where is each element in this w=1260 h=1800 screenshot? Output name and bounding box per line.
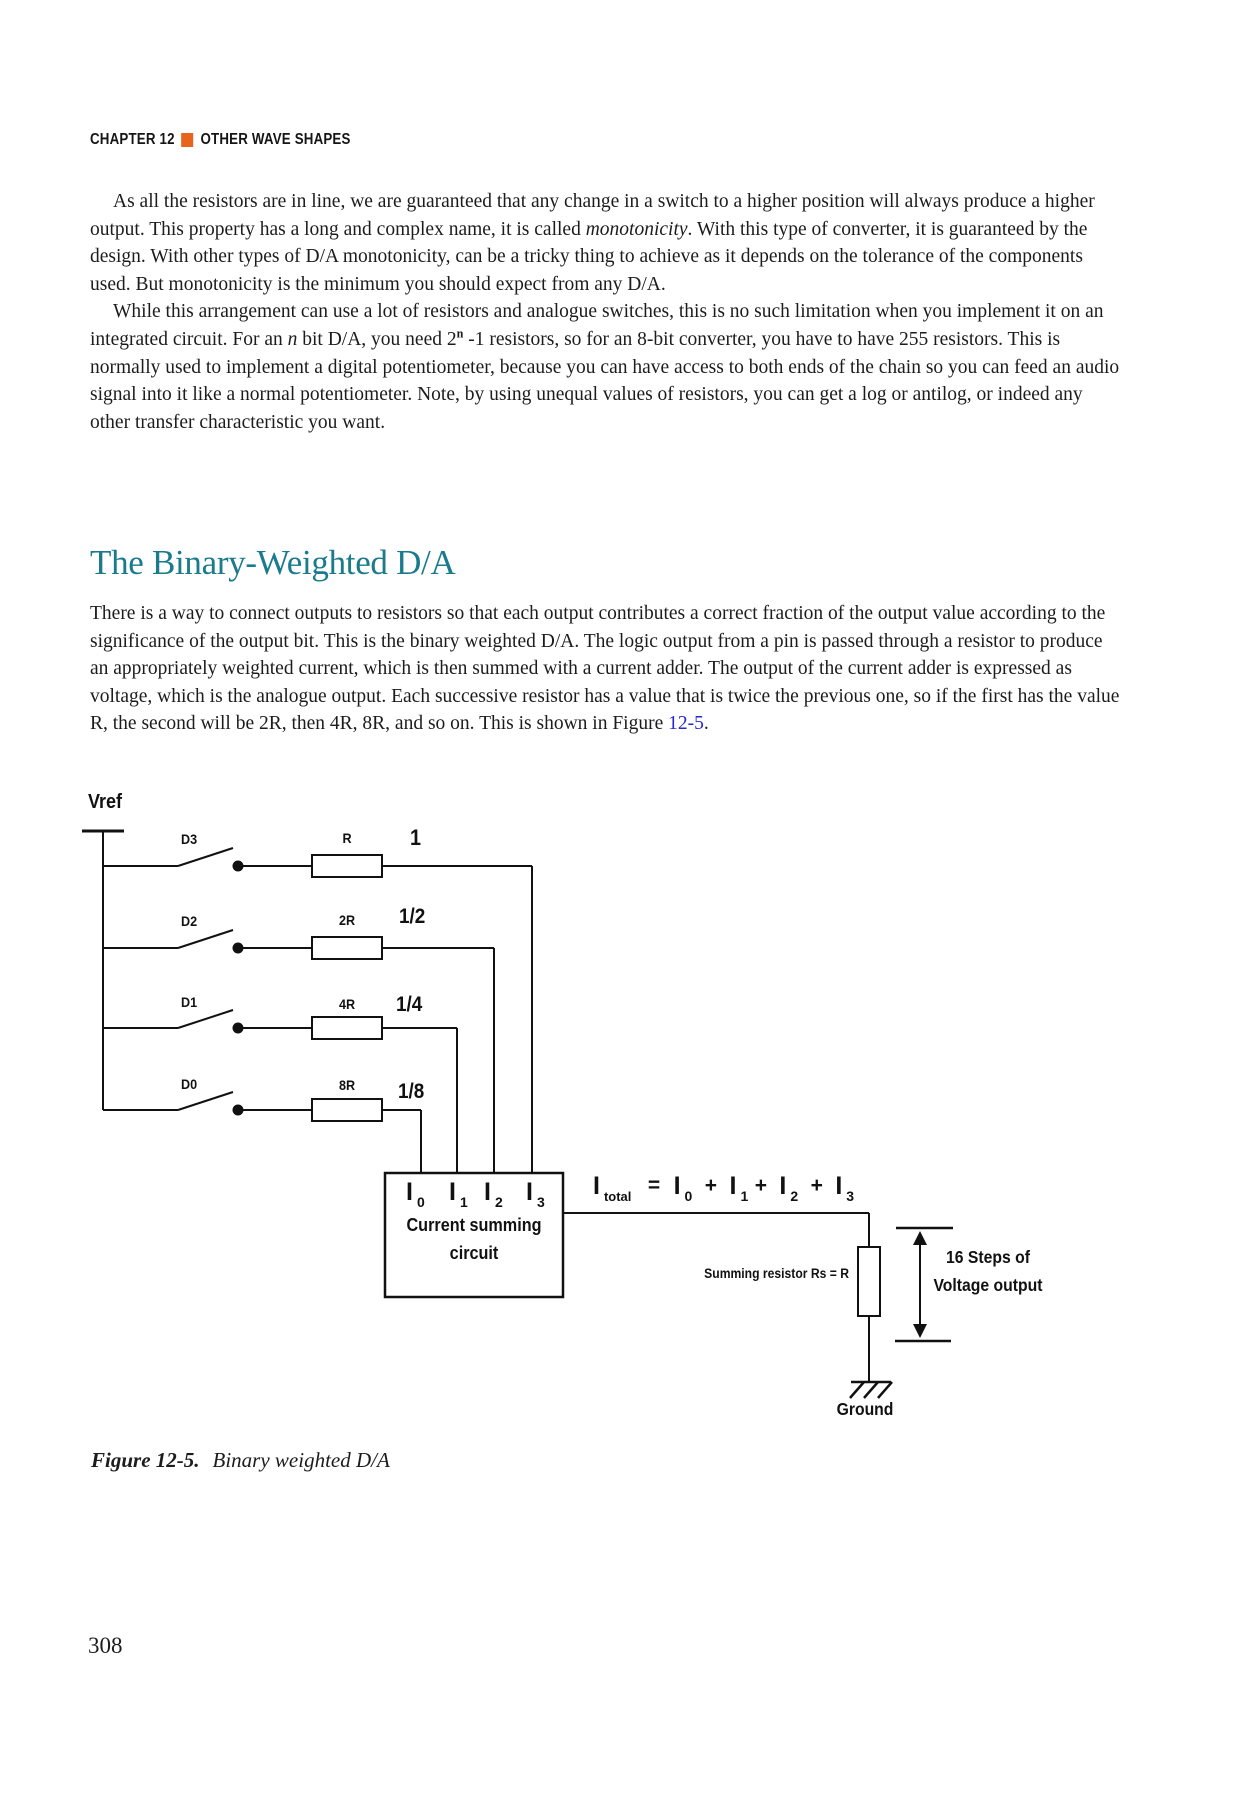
resistor-label-2r: 2R — [338, 912, 356, 928]
body-text-block-1: As all the resistors are in line, we are… — [90, 188, 1125, 436]
resistor-label-8r: 8R — [338, 1077, 356, 1093]
chapter-separator-square-icon — [181, 133, 194, 147]
resistor-4r — [311, 1016, 383, 1040]
branch-d0 — [103, 1091, 422, 1173]
p2-text-mid: bit D/A, you need 2 — [297, 328, 457, 350]
p2-italic-n: n — [287, 328, 298, 350]
output-network — [563, 1212, 881, 1381]
body-text-block-2: There is a way to connect outputs to res… — [90, 600, 1125, 738]
chapter-label: CHAPTER 12 — [90, 131, 175, 148]
steps-label-line2: Voltage output — [933, 1275, 1043, 1295]
branch-d1 — [103, 1009, 458, 1173]
vref-label: Vref — [88, 791, 123, 813]
ground-icon — [849, 1380, 893, 1399]
steps-label-line1: 16 Steps of — [945, 1247, 1031, 1267]
weight-label-1: 1 — [410, 825, 422, 850]
voltage-span-arrow — [895, 1226, 953, 1343]
summing-box-label-line1: Current summing — [406, 1215, 542, 1235]
switch-label-d1: D1 — [181, 994, 198, 1010]
running-head: CHAPTER 12 OTHER WAVE SHAPES — [90, 131, 351, 149]
figure-12-5-link[interactable]: 12-5 — [668, 713, 704, 735]
switch-label-d0: D0 — [181, 1076, 198, 1092]
summing-resistor-label: Summing resistor Rs = R — [704, 1266, 849, 1281]
current-summing-box — [383, 1171, 565, 1299]
weight-label-half: 1/2 — [399, 905, 426, 928]
ground-label: Ground — [836, 1399, 894, 1419]
switch-label-d3: D3 — [181, 831, 198, 847]
paragraph-3: There is a way to connect outputs to res… — [90, 600, 1125, 738]
p1-text-pre: As all the resistors are in line, we are… — [90, 191, 1095, 240]
paragraph-1: As all the resistors are in line, we are… — [90, 188, 1125, 298]
weight-label-quarter: 1/4 — [396, 993, 423, 1016]
section-heading: The Binary-Weighted D/A — [90, 543, 456, 582]
resistor-r — [311, 854, 383, 878]
vref-rail — [82, 829, 124, 1110]
p1-italic-monotonicity: monotonicity — [585, 218, 688, 240]
p2-text-post: -1 resistors, so for an 8-bit converter,… — [90, 328, 1120, 433]
switch-label-d2: D2 — [181, 913, 198, 929]
branch-d3 — [103, 847, 533, 1173]
paragraph-2: While this arrangement can use a lot of … — [90, 298, 1125, 436]
figure-caption: Figure 12-5. Binary weighted D/A — [91, 1448, 390, 1473]
resistor-label-4r: 4R — [338, 996, 356, 1012]
branch-d2 — [103, 929, 495, 1173]
weight-label-eighth: 1/8 — [398, 1080, 425, 1103]
resistor-2r — [311, 936, 383, 960]
p3-text-post: . — [703, 713, 709, 735]
p2-superscript-n: n — [456, 326, 464, 341]
p2-text-pre: While this arrangement can use a lot of … — [90, 301, 1104, 350]
resistor-8r — [311, 1098, 383, 1122]
page-number: 308 — [88, 1633, 123, 1658]
section-label: OTHER WAVE SHAPES — [200, 131, 351, 148]
p3-text-pre: There is a way to connect outputs to res… — [90, 603, 1120, 735]
figure-caption-number: Figure 12-5. — [91, 1448, 200, 1472]
resistor-label-r: R — [342, 830, 352, 846]
p1-text-post: . With this type of converter, it is gua… — [90, 218, 1088, 295]
summing-resistor — [857, 1246, 881, 1317]
summing-box-label-line2: circuit — [449, 1243, 499, 1263]
figure-caption-text: Binary weighted D/A — [212, 1448, 390, 1472]
